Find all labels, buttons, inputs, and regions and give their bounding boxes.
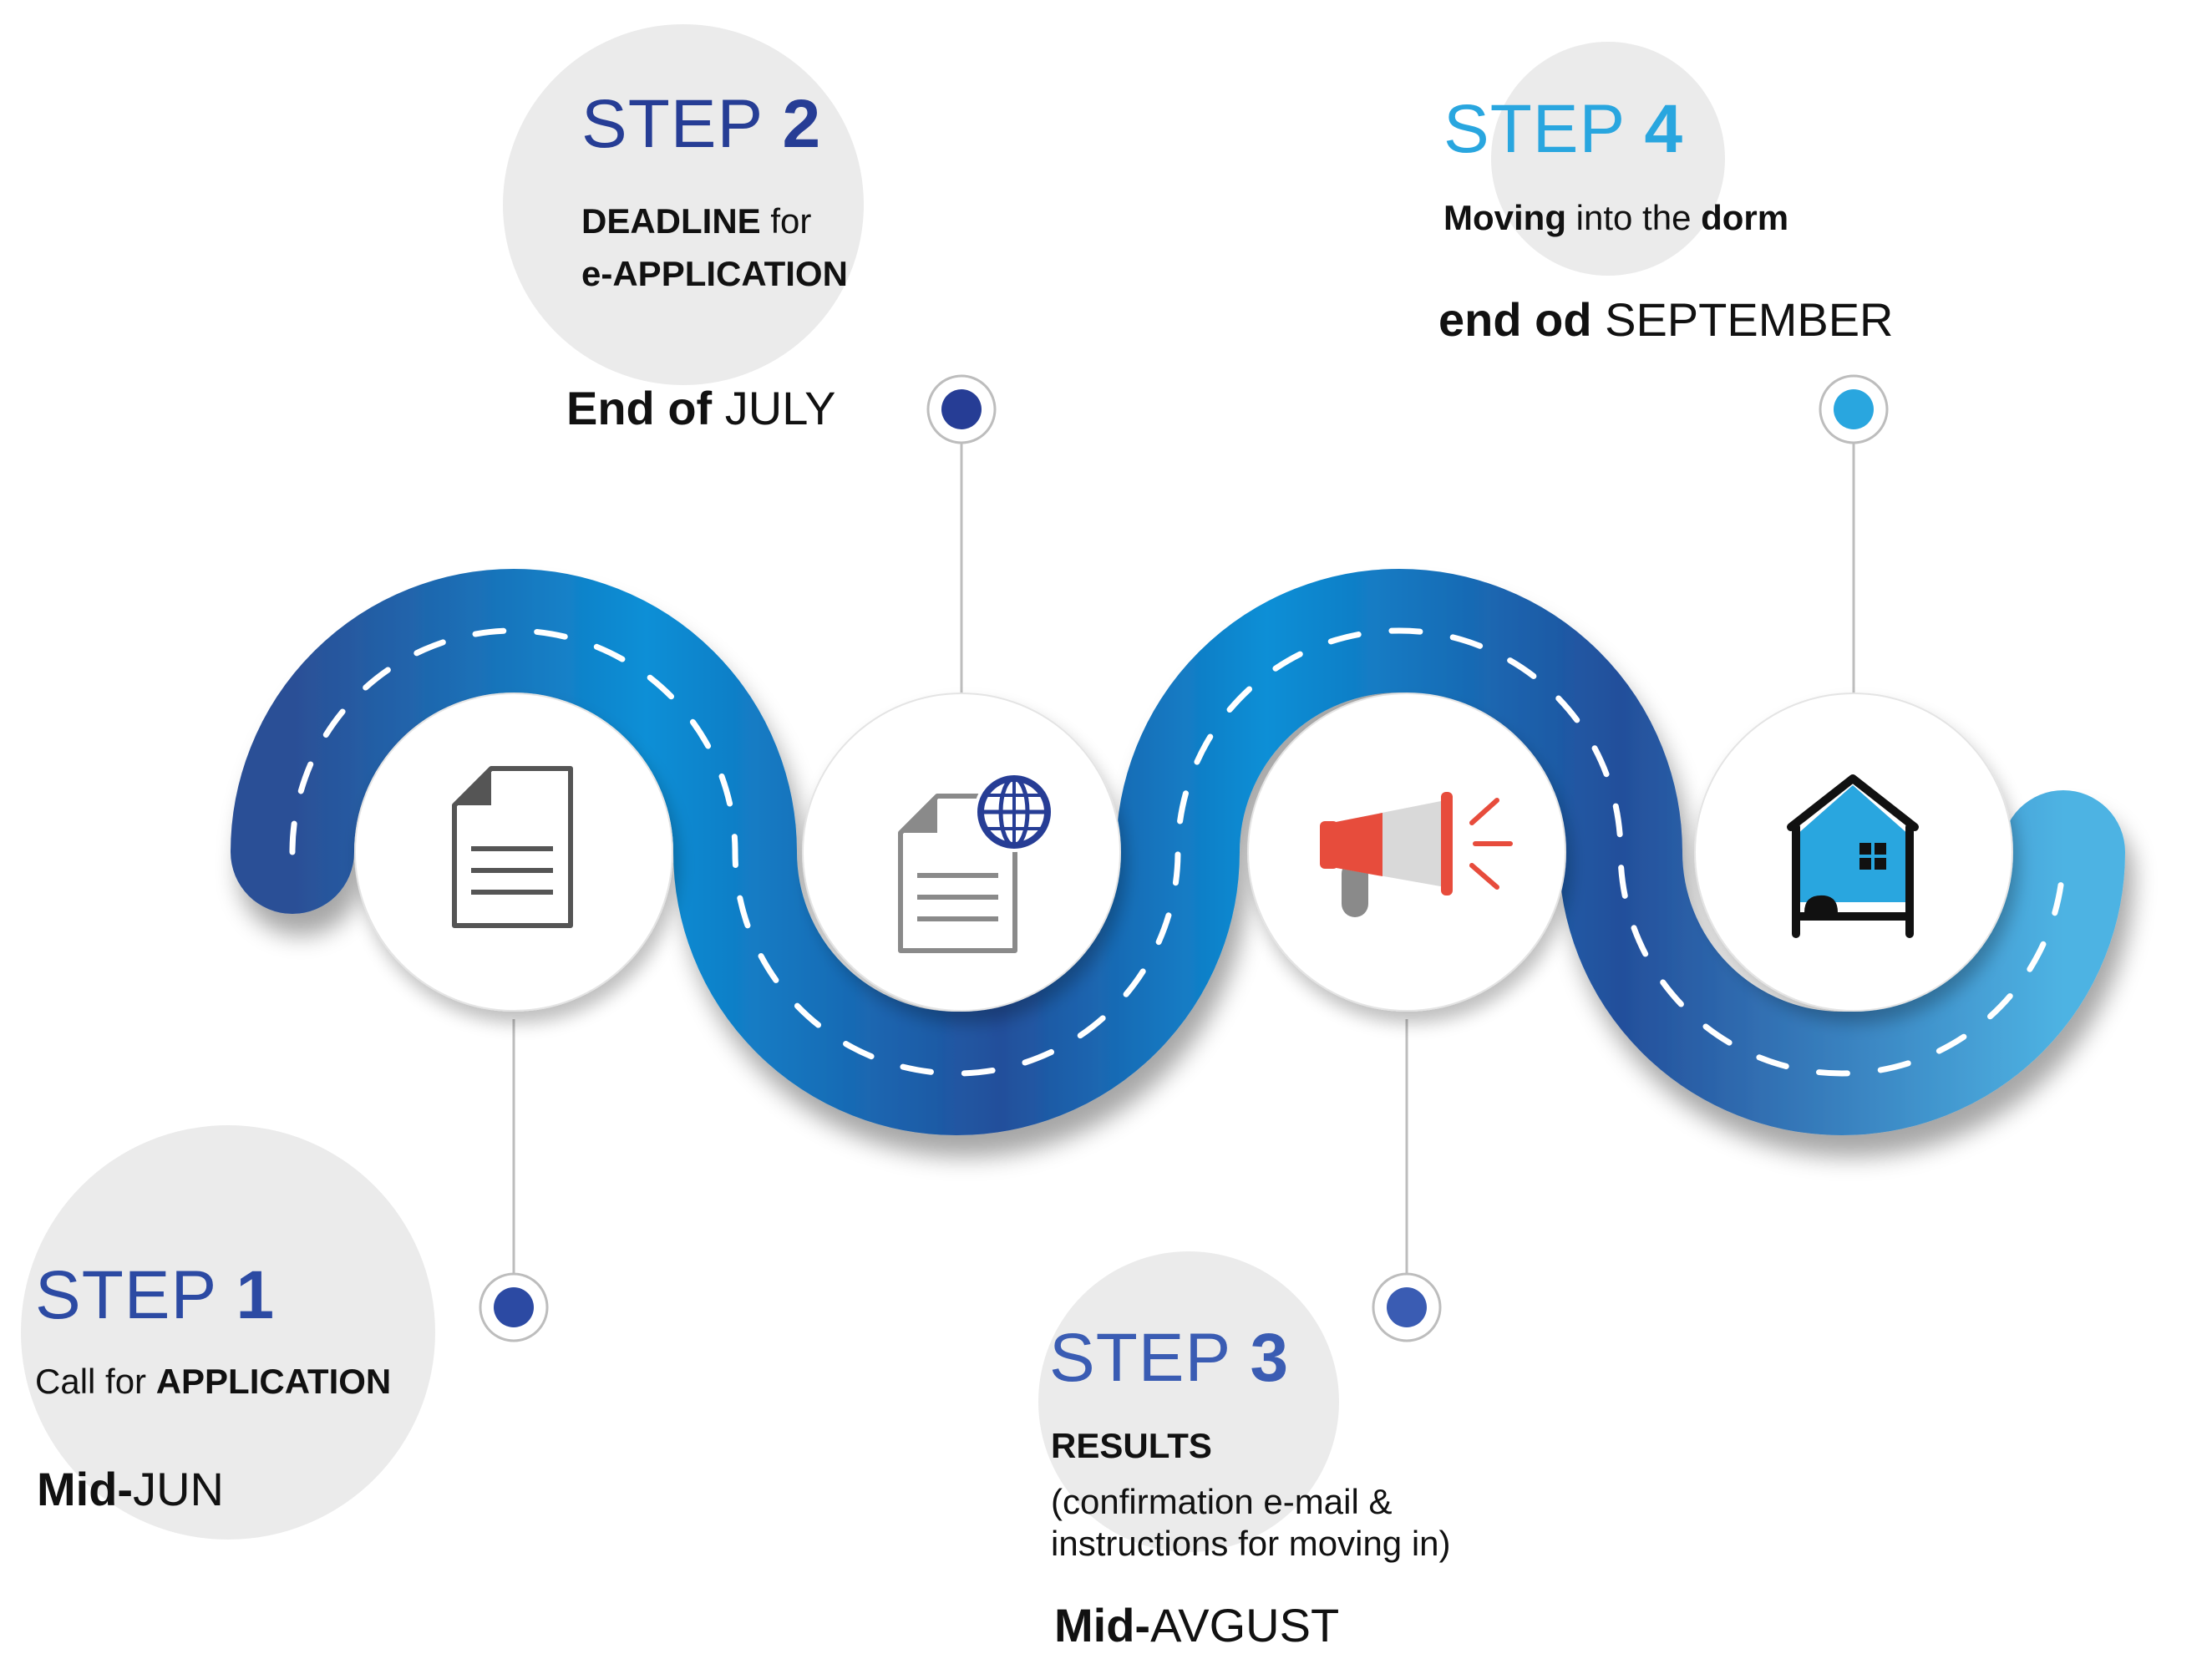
e-document-globe-icon [898, 772, 1054, 953]
step2-date-plain: JULY [724, 382, 836, 434]
document-icon [452, 766, 573, 928]
step2-desc-bold-2: e-APPLICATION [581, 254, 848, 293]
step1-marker [479, 1272, 549, 1342]
step3-date: Mid-AVGUST [1054, 1602, 1339, 1649]
step1-desc-plain: Call for [35, 1362, 156, 1401]
step3-description-line3: instructions for moving in) [1051, 1526, 1451, 1561]
step2-desc-plain: for [760, 201, 812, 241]
step3-word: STEP [1049, 1320, 1230, 1396]
step1-title: STEP 1 [35, 1261, 275, 1330]
house-bed-icon [1787, 774, 1919, 938]
step4-bubble [1491, 42, 1725, 276]
step1-date-plain: JUN [133, 1463, 224, 1515]
step4-desc-bold-2: dorm [1701, 198, 1789, 237]
step3-desc-plain-1: (confirmation e-mail & [1051, 1482, 1393, 1521]
step1-bubble [21, 1125, 435, 1540]
step2-marker [926, 374, 997, 444]
step4-desc-plain: into the [1565, 198, 1702, 237]
step2-title: STEP 2 [581, 90, 821, 159]
step3-description-line2: (confirmation e-mail & [1051, 1484, 1392, 1520]
step2-date: End of JULY [566, 385, 836, 432]
step3-bubble [1038, 1251, 1339, 1552]
road-center-dashes [289, 627, 2067, 1077]
megaphone-icon [1320, 792, 1513, 917]
step4-description: Moving into the dorm [1443, 200, 1788, 236]
step4-date-plain: SEPTEMBER [1605, 293, 1894, 346]
step1-word: STEP [35, 1257, 216, 1333]
step3-title: STEP 3 [1049, 1324, 1289, 1393]
step4-title: STEP 4 [1443, 95, 1683, 164]
step1-desc-bold: APPLICATION [155, 1362, 392, 1401]
step4-date-bold: end od [1438, 293, 1606, 346]
step2-number: 2 [782, 86, 822, 162]
step3-desc-bold: RESULTS [1051, 1426, 1212, 1465]
step2-desc-bold: DEADLINE [581, 201, 761, 241]
step2-description-line2: e-APPLICATION [581, 256, 848, 292]
step3-date-bold: Mid- [1054, 1599, 1151, 1651]
step4-marker [1819, 374, 1889, 444]
step1-number: 1 [236, 1257, 276, 1333]
step2-description-line1: DEADLINE for [581, 204, 811, 239]
step3-number: 3 [1250, 1320, 1290, 1396]
step2-date-bold: End of [566, 382, 725, 434]
step2-word: STEP [581, 86, 763, 162]
step4-date: end od SEPTEMBER [1438, 297, 1894, 343]
step4-desc-bold-1: Moving [1443, 198, 1566, 237]
step3-marker [1372, 1272, 1442, 1342]
step3-date-plain: AVGUST [1150, 1599, 1340, 1651]
step4-number: 4 [1644, 91, 1684, 167]
step3-desc-plain-2: instructions for moving in) [1051, 1524, 1451, 1563]
step1-description: Call for APPLICATION [35, 1364, 391, 1399]
step3-description-line1: RESULTS [1051, 1428, 1212, 1464]
step1-date-bold: Mid- [37, 1463, 134, 1515]
step4-word: STEP [1443, 91, 1625, 167]
step2-bubble [503, 24, 864, 385]
step1-date: Mid-JUN [37, 1466, 224, 1513]
